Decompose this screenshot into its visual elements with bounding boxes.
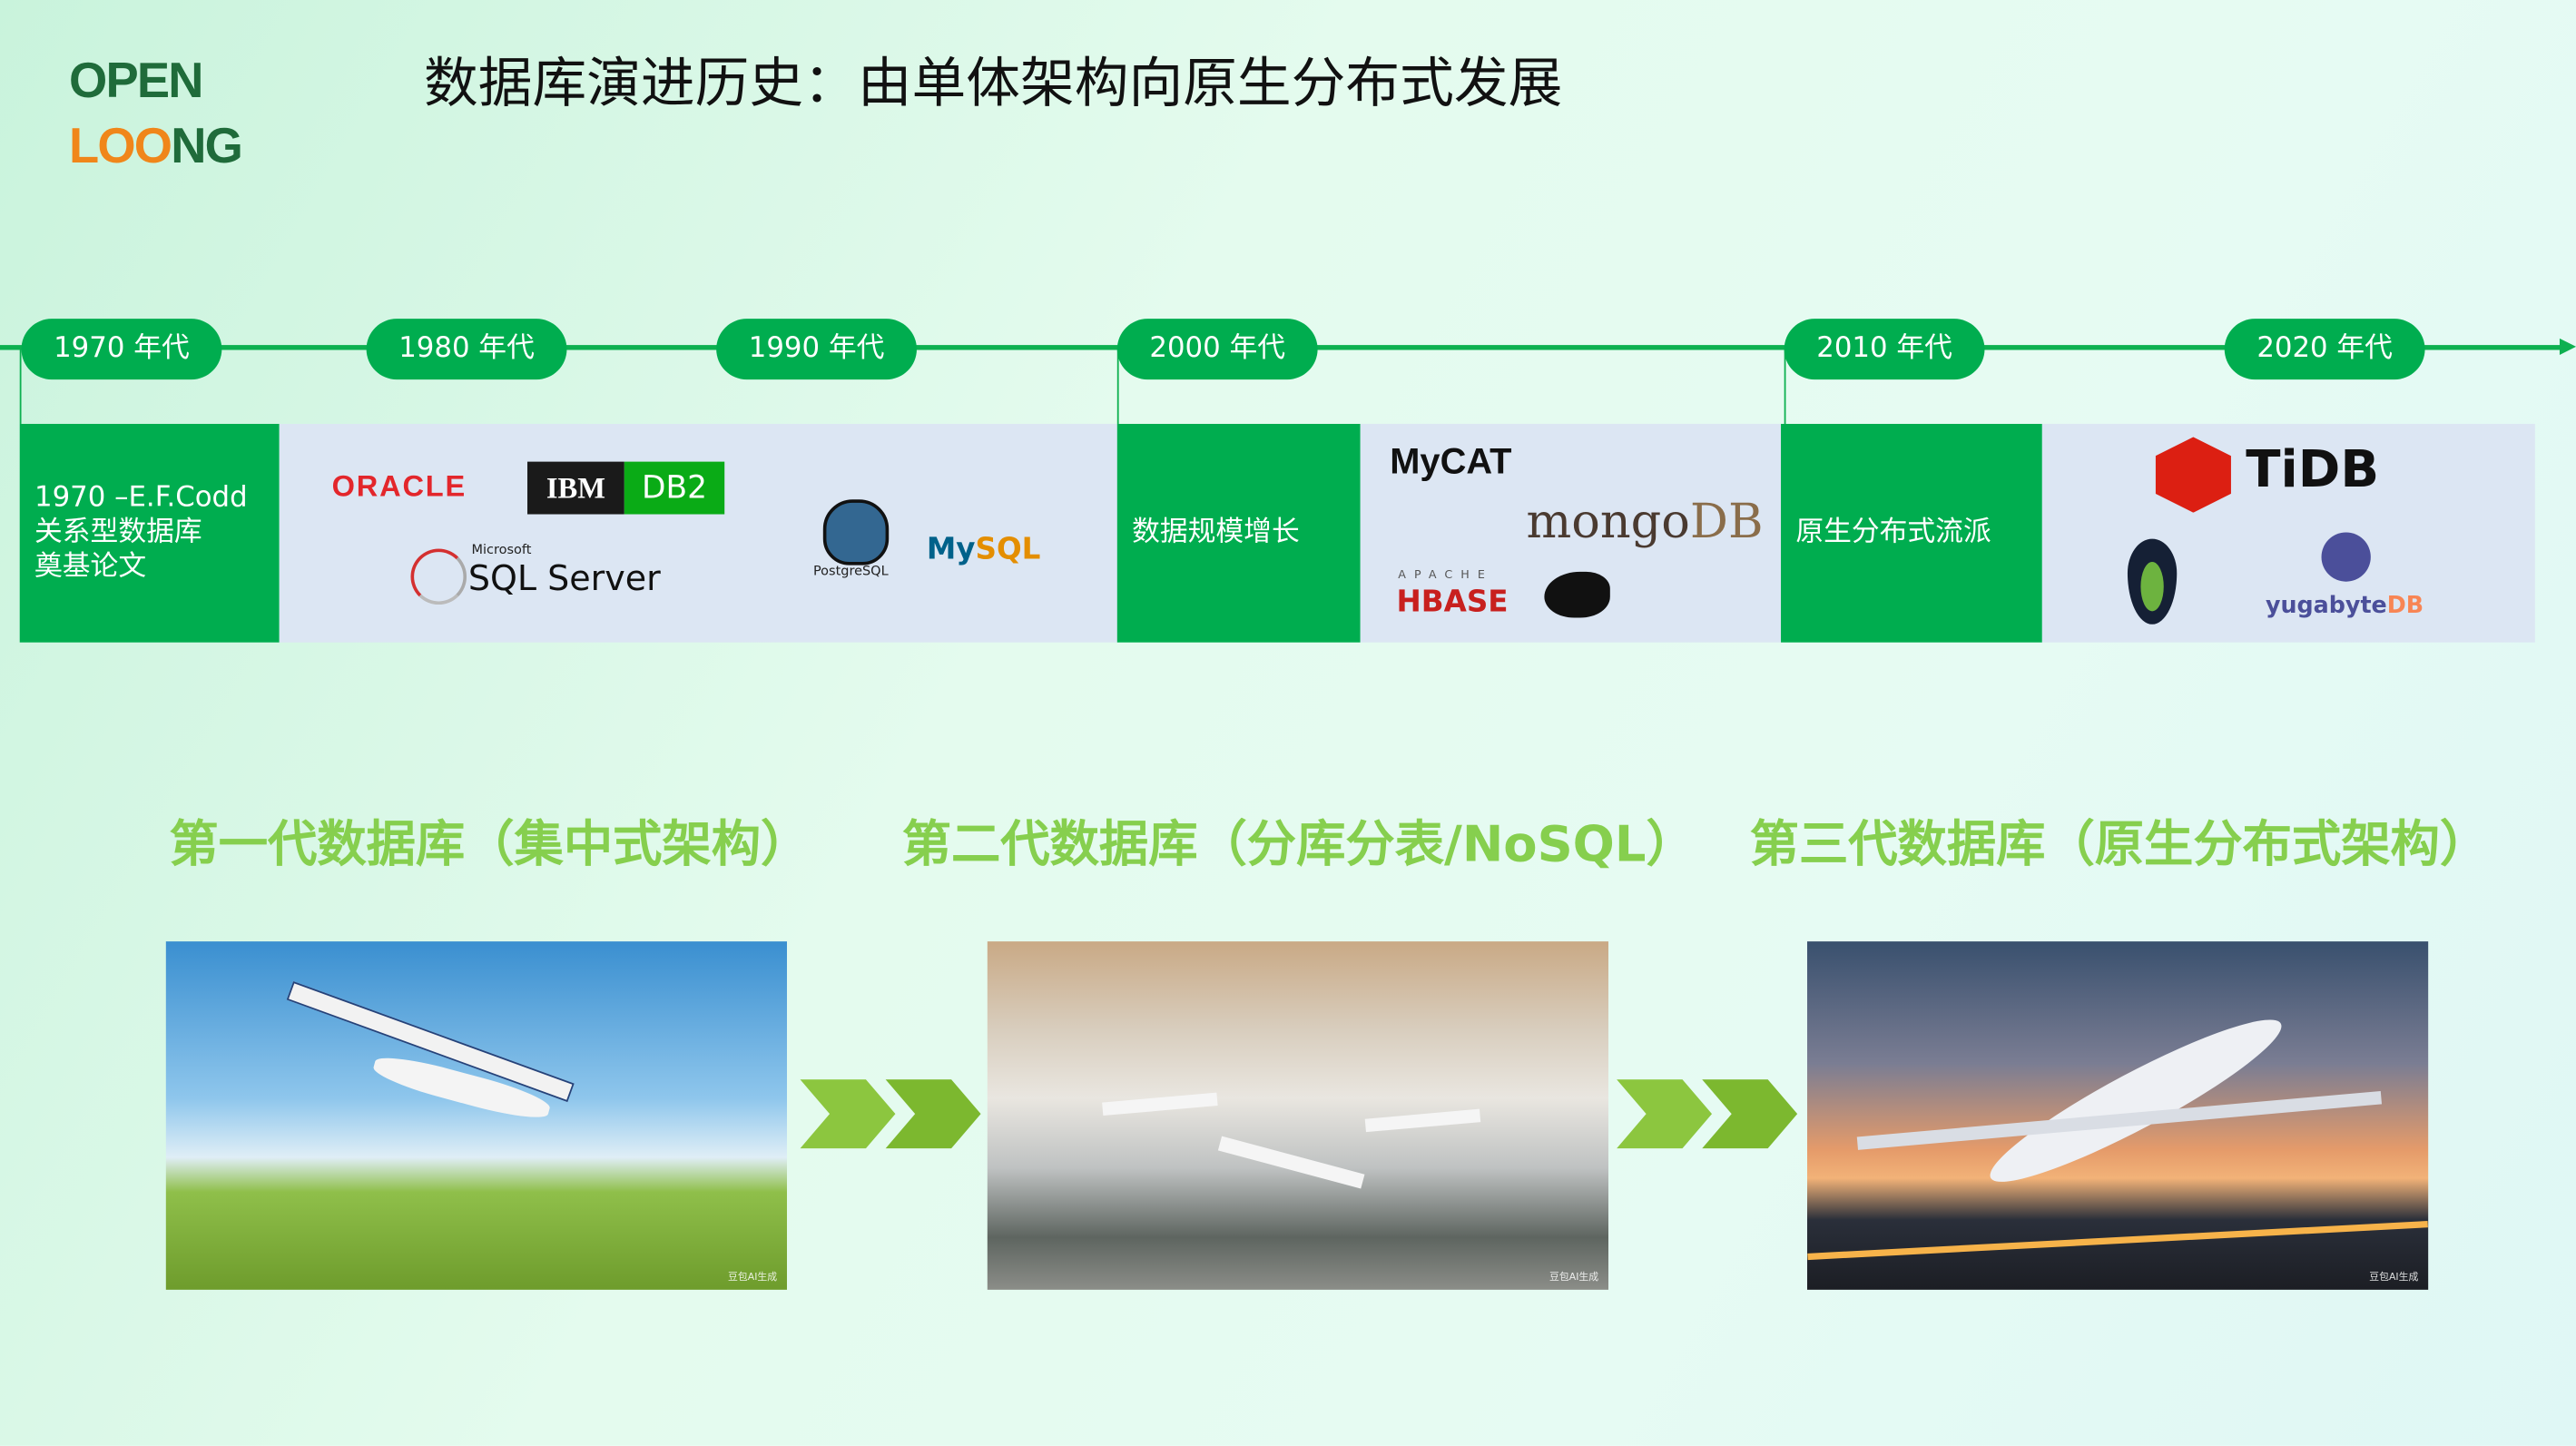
mycat-logo: MyCAT — [1390, 440, 1512, 482]
hbase-apache: APACHE — [1398, 568, 1493, 582]
chevron-arrows-icon — [800, 1079, 981, 1149]
mysql-logo: MySQL — [926, 532, 1041, 567]
sqlserver-brand: Microsoft — [471, 542, 532, 557]
logos-nosql: MyCAT mongoDB APACHE HBASE — [1360, 423, 1782, 643]
era-1980: 1980 年代 — [366, 319, 567, 380]
mysql-sql: SQL — [975, 532, 1041, 567]
tidb-logo: TiDB — [2246, 440, 2380, 500]
cockroachdb-icon — [2127, 538, 2178, 625]
timeline-connector — [1784, 348, 1786, 424]
chevron-arrows-icon — [1617, 1079, 1798, 1149]
openloong-logo: OPEN LOONG — [69, 54, 243, 174]
logos-distributed: TiDB yugabyteDB — [2041, 423, 2535, 643]
yugabyte-text: yugabyte — [2265, 593, 2387, 620]
milestone-line: 1970 –E.F.Codd — [34, 481, 248, 515]
yugabyte-planet-icon — [2321, 532, 2371, 582]
ibm-logo: IBM — [527, 461, 624, 515]
tidb-icon — [2155, 437, 2231, 513]
milestone-codd: 1970 –E.F.Codd 关系型数据库 奠基论文 — [19, 423, 280, 643]
yugabytedb-logo: yugabyteDB — [2266, 593, 2424, 619]
generation-3-title: 第三代数据库（原生分布式架构） — [1749, 816, 2490, 874]
hbase-logo: HBASE — [1396, 585, 1509, 620]
era-1990: 1990 年代 — [716, 319, 917, 380]
yugabyte-db: DB — [2386, 593, 2424, 620]
db2-logo: DB2 — [624, 461, 725, 515]
ai-watermark: 豆包AI生成 — [2369, 1271, 2419, 1284]
era-2010: 2010 年代 — [1784, 319, 1985, 380]
orca-icon — [1544, 571, 1610, 618]
postgresql-elephant-icon — [822, 499, 890, 566]
timeline-connector — [1116, 348, 1119, 424]
milestone-native: 原生分布式流派 — [1781, 423, 2042, 643]
mongodb-mongo: mongo — [1526, 493, 1690, 549]
oracle-logo: ORACLE — [331, 469, 467, 503]
era-2000: 2000 年代 — [1116, 319, 1318, 380]
era-1970: 1970 年代 — [21, 319, 222, 380]
generation-1-title: 第一代数据库（集中式架构） — [169, 816, 811, 874]
milestone-scale: 数据规模增长 — [1116, 423, 1361, 643]
ai-watermark: 豆包AI生成 — [728, 1271, 778, 1284]
era-2020: 2020 年代 — [2224, 319, 2425, 380]
sqlserver-logo: SQL Server — [467, 558, 661, 598]
photo-single-plane: 豆包AI生成 — [165, 941, 787, 1290]
photo-jumbo-jet: 豆包AI生成 — [1806, 941, 2429, 1290]
generation-2-title: 第二代数据库（分库分表/NoSQL） — [901, 816, 1696, 874]
timeline-connector — [19, 348, 22, 424]
timeline-arrow-icon — [2559, 338, 2576, 355]
mysql-my: My — [926, 532, 976, 567]
ai-watermark: 豆包AI生成 — [1549, 1271, 1599, 1284]
mongodb-db: DB — [1689, 493, 1764, 549]
mongodb-logo: mongoDB — [1526, 493, 1763, 549]
page-title: 数据库演进历史：由单体架构向原生分布式发展 — [423, 51, 1563, 115]
milestone-line: 奠基论文 — [34, 550, 147, 584]
milestone-line: 关系型数据库 — [34, 516, 202, 549]
postgresql-logo: PostgreSQL — [812, 563, 889, 579]
logos-relational: ORACLE IBM DB2 Microsoft SQL Server Post… — [279, 423, 1117, 643]
photo-plane-formation: 豆包AI生成 — [987, 941, 1608, 1290]
sqlserver-icon — [410, 548, 467, 605]
